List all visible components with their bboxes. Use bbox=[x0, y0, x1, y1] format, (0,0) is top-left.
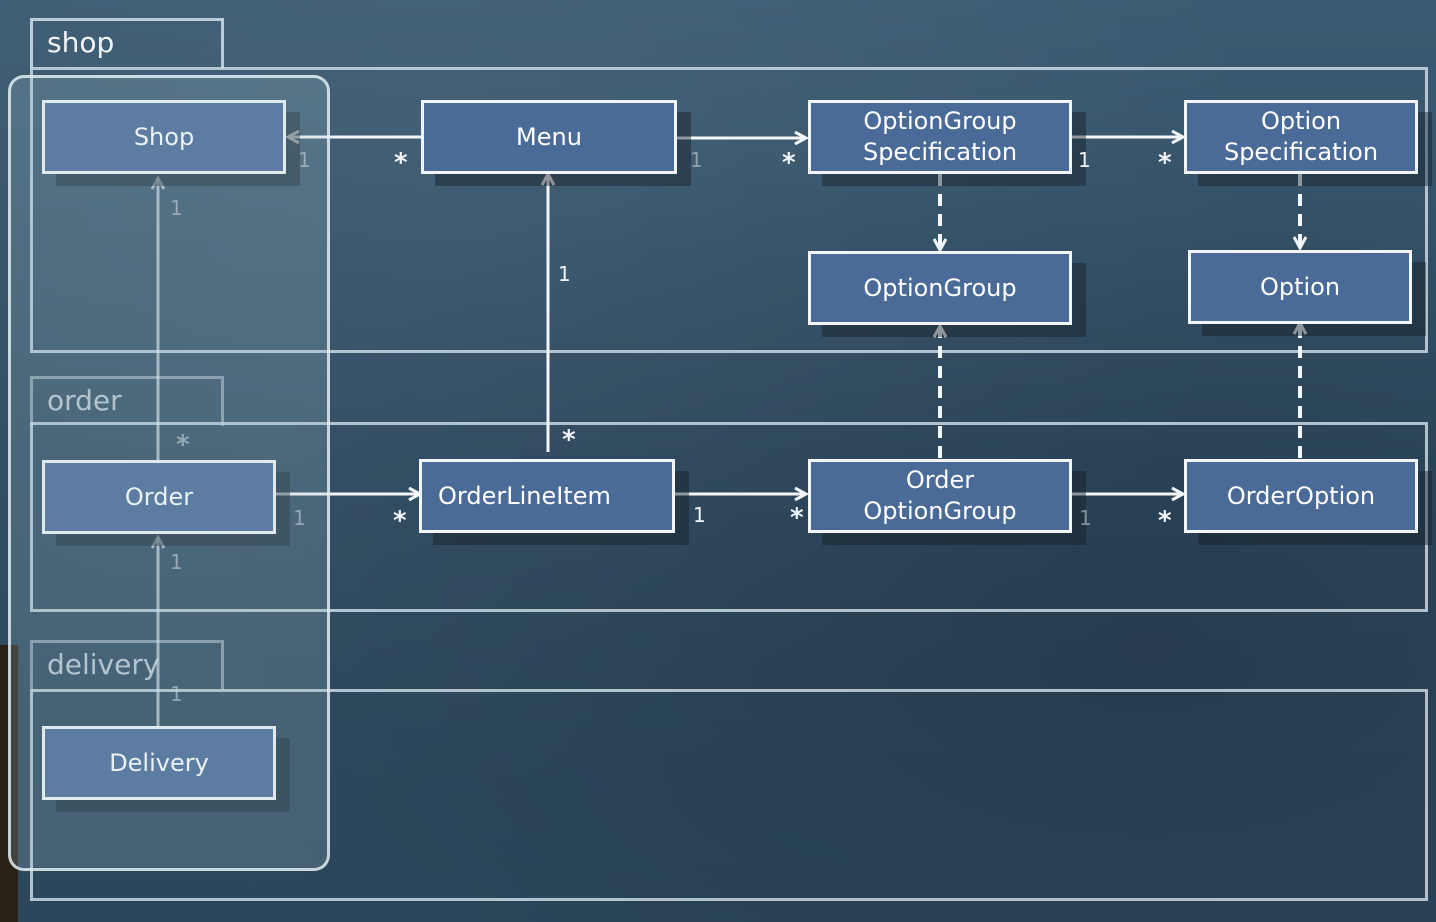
mult-order-oli-many: * bbox=[393, 506, 407, 536]
package-tab-shop: shop bbox=[30, 18, 224, 68]
mult-oli-menu-one: 1 bbox=[558, 262, 571, 286]
mult-order-shop-one: 1 bbox=[170, 196, 183, 220]
package-tab-delivery: delivery bbox=[30, 640, 224, 690]
mult-order-shop-many: * bbox=[176, 430, 190, 460]
class-option-group[interactable]: OptionGroup bbox=[808, 251, 1072, 325]
mult-oli-oog-one: 1 bbox=[693, 503, 706, 527]
mult-ogs-os-many: * bbox=[1158, 148, 1172, 178]
mult-delivery-order-one-bottom: 1 bbox=[170, 682, 183, 706]
mult-menu-ogs-many: * bbox=[782, 148, 796, 178]
class-option[interactable]: Option bbox=[1188, 250, 1412, 324]
class-order[interactable]: Order bbox=[42, 460, 276, 534]
mult-order-oli-one: 1 bbox=[293, 506, 306, 530]
class-shop[interactable]: Shop bbox=[42, 100, 286, 174]
mult-delivery-order-one-top: 1 bbox=[170, 550, 183, 574]
class-order-line-item[interactable]: OrderLineItem bbox=[419, 459, 675, 533]
package-tab-order: order bbox=[30, 376, 224, 426]
package-body-delivery bbox=[30, 689, 1428, 901]
class-option-specification[interactable]: Option Specification bbox=[1184, 100, 1418, 174]
class-option-group-specification[interactable]: OptionGroup Specification bbox=[808, 100, 1072, 174]
mult-shop-menu-many: * bbox=[394, 148, 408, 178]
mult-oli-menu-many: * bbox=[562, 425, 576, 455]
mult-ogs-os-one: 1 bbox=[1078, 148, 1091, 172]
mult-oog-oo-one: 1 bbox=[1079, 506, 1092, 530]
mult-shop-menu-one: 1 bbox=[298, 148, 311, 172]
class-order-option[interactable]: OrderOption bbox=[1184, 459, 1418, 533]
highlight-overlay bbox=[8, 75, 330, 871]
class-menu[interactable]: Menu bbox=[421, 100, 677, 174]
mult-oog-oo-many: * bbox=[1158, 506, 1172, 536]
class-delivery[interactable]: Delivery bbox=[42, 726, 276, 800]
package-body-order bbox=[30, 422, 1428, 612]
package-body-shop bbox=[30, 67, 1428, 353]
mult-menu-ogs-one: 1 bbox=[690, 148, 703, 172]
mult-oli-oog-many: * bbox=[790, 503, 804, 533]
class-order-option-group[interactable]: Order OptionGroup bbox=[808, 459, 1072, 533]
